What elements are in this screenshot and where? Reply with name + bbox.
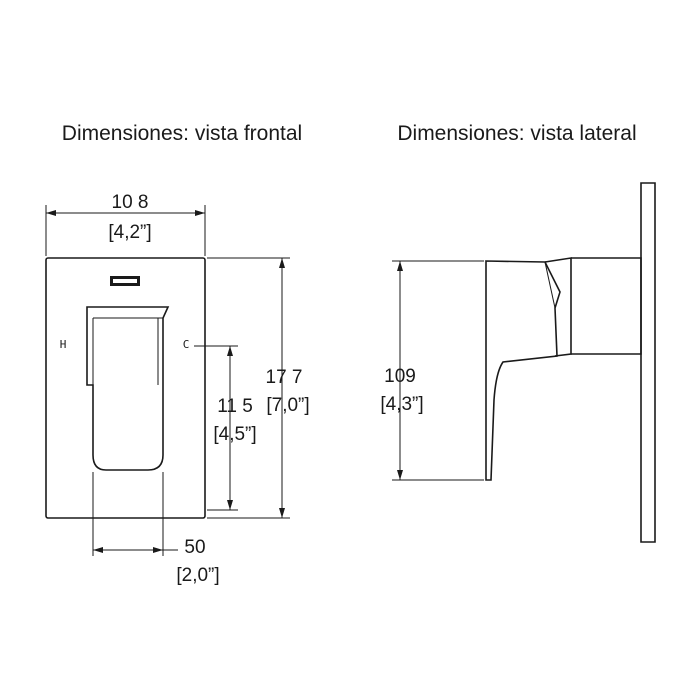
lever-height-mm-label: 11 5 — [217, 396, 253, 417]
width-in-label: [4,2”] — [108, 222, 151, 243]
side-lever-edge — [544, 261, 556, 309]
lever-width-mm-label: 50 — [184, 537, 205, 558]
arrow-down-icon — [397, 470, 403, 480]
side-collar — [544, 257, 572, 357]
side-body — [571, 257, 642, 355]
side-lever-profile — [485, 260, 561, 481]
height-mm-label: 17 7 — [266, 367, 303, 388]
side-height-mm-label: 109 — [384, 366, 416, 387]
arrow-right-icon — [195, 210, 205, 216]
lever-width-in-label: [2,0”] — [176, 565, 219, 586]
side-height-in-label: [4,3”] — [380, 394, 423, 415]
arrow-down-icon — [227, 500, 233, 510]
arrow-up-icon — [227, 346, 233, 356]
arrow-up-icon — [279, 258, 285, 268]
width-mm-label: 10 8 — [112, 192, 149, 213]
lever-handle — [86, 306, 170, 471]
cold-mark: C — [183, 338, 190, 351]
front-cover-plate — [45, 257, 206, 519]
brand-logo-inner — [113, 279, 137, 283]
front-view: H C 10 8 [4,2”] 17 7 [7,0”] 11 5 [4,5”] … — [45, 192, 310, 586]
arrow-left-icon — [46, 210, 56, 216]
arrow-left-icon — [93, 547, 103, 553]
arrow-down-icon — [279, 508, 285, 518]
arrow-up-icon — [397, 261, 403, 271]
arrow-right-icon — [153, 547, 163, 553]
height-in-label: [7,0”] — [266, 395, 309, 416]
front-view-title: Dimensiones: vista frontal — [62, 122, 302, 145]
hot-mark: H — [60, 338, 67, 351]
side-view: 109 [4,3”] — [380, 182, 656, 543]
lever-height-in-label: [4,5”] — [213, 424, 256, 445]
side-view-title: Dimensiones: vista lateral — [397, 122, 636, 145]
side-wall-plate — [640, 182, 656, 543]
